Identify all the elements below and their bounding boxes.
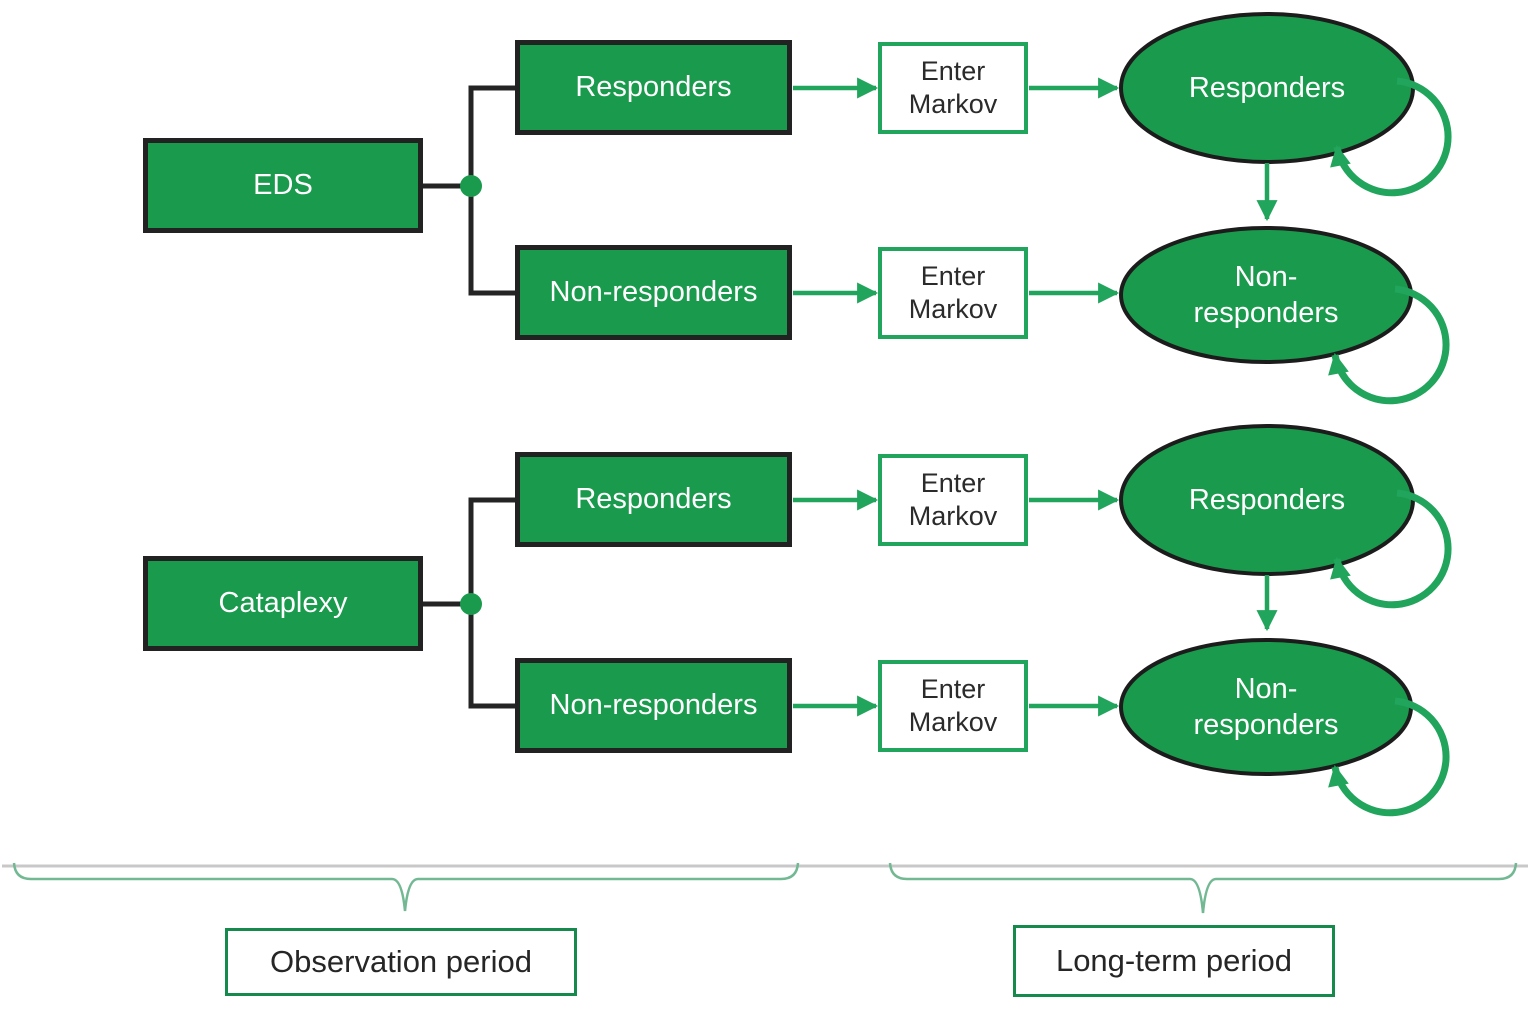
nonresponders-state-text-line1: Non- — [1234, 672, 1298, 705]
cataplexy-responders-self-loop-arrow — [1330, 489, 1452, 609]
observation-period-brace — [12, 862, 800, 912]
eds-responders-box-label: Responders — [575, 71, 732, 103]
nonresponders-state-text-line1: Non- — [1234, 260, 1298, 293]
cataplexy-nonresponders-box: Non-responders — [515, 658, 792, 753]
eds-nonresponders-box-label: Non-responders — [549, 276, 758, 308]
eds-nonresponders-self-loop-arrow — [1328, 285, 1450, 405]
cataplexy-root-box: Cataplexy — [143, 556, 423, 651]
eds-responders-box: Responders — [515, 40, 792, 135]
responders-state-text: Responders — [1188, 483, 1346, 516]
cataplexy-nonresponders-enter-markov-box: Enter Markov — [878, 660, 1028, 752]
cataplexy-responders-box-label: Responders — [575, 483, 732, 515]
cataplexy-responders-enter-markov-box: Enter Markov — [878, 454, 1028, 546]
nonresponders-state-text-line2: responders — [1193, 709, 1339, 741]
enter-markov-label-line2: Markov — [908, 89, 998, 119]
cataplexy-root-label: Cataplexy — [218, 587, 348, 619]
cataplexy-branch-node-dot — [460, 593, 482, 615]
enter-markov-label-line2: Markov — [908, 501, 998, 531]
long-term-period-label-box: Long-term period — [1013, 925, 1335, 997]
enter-markov-label-line1: Enter — [920, 56, 986, 87]
cataplexy-nonresponders-state-label: Non- responders — [1121, 640, 1411, 774]
observation-period-label-box: Observation period — [225, 928, 577, 996]
cataplexy-nonresponders-self-loop-arrow — [1328, 697, 1450, 817]
eds-root-label: EDS — [253, 169, 313, 201]
eds-nonresponders-enter-markov-box: Enter Markov — [878, 247, 1028, 339]
enter-markov-label-line1: Enter — [920, 261, 986, 292]
eds-responders-self-loop-arrow — [1330, 77, 1452, 197]
enter-markov-label-line1: Enter — [920, 674, 986, 705]
responders-state-text: Responders — [1188, 71, 1346, 104]
enter-markov-label-line2: Markov — [908, 294, 998, 324]
enter-markov-label-line1: Enter — [920, 468, 986, 499]
enter-markov-label-line2: Markov — [908, 707, 998, 737]
long-term-period-text: Long-term period — [1055, 943, 1293, 978]
long-term-period-brace — [888, 862, 1518, 914]
observation-period-text: Observation period — [270, 944, 532, 979]
eds-nonresponders-box: Non-responders — [515, 245, 792, 340]
eds-root-box: EDS — [143, 138, 423, 233]
eds-responders-enter-markov-box: Enter Markov — [878, 42, 1028, 134]
eds-nonresponders-state-label: Non- responders — [1121, 228, 1411, 362]
nonresponders-state-text-line2: responders — [1193, 297, 1339, 329]
eds-branch-node-dot — [460, 175, 482, 197]
cataplexy-responders-state-label: Responders — [1121, 426, 1413, 574]
cataplexy-nonresponders-box-label: Non-responders — [549, 689, 758, 721]
eds-responders-state-label: Responders — [1121, 14, 1413, 162]
cataplexy-responders-box: Responders — [515, 452, 792, 547]
